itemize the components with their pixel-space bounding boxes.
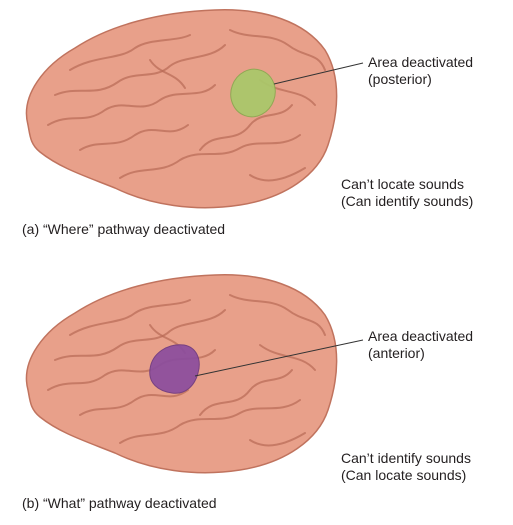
effect-label-line1: Can’t locate sounds [341,176,464,192]
area-label-line1: Area deactivated [368,328,474,344]
panel-caption: (a) “Where” pathway deactivated [22,221,226,237]
area-label: Area deactivated (anterior) [368,328,473,362]
effect-label-line2: (Can locate sounds) [341,467,467,483]
what-area-highlight [149,344,200,394]
brain-illustration [25,274,364,474]
effect-label-line2: (Can identify sounds) [341,193,474,209]
leader-line [273,62,364,85]
area-label-line1: Area deactivated [368,54,474,70]
area-label-line2: (posterior) [368,71,432,87]
effect-label: Can’t identify sounds (Can locate sounds… [341,450,471,484]
area-label: Area deactivated (posterior) [368,54,473,88]
where-area-highlight [230,68,276,118]
effect-label: Can’t locate sounds (Can identify sounds… [341,176,473,210]
panel-where-pathway: Area deactivated (posterior) Can’t locat… [0,0,513,260]
leader-line [194,339,364,377]
panel-caption: (b) “What” pathway deactivated [22,495,217,511]
brain-shape [25,9,338,209]
brain-illustration [25,9,364,209]
effect-label-line1: Can’t identify sounds [341,450,471,466]
panel-what-pathway: Area deactivated (anterior) Can’t identi… [0,265,513,525]
area-label-line2: (anterior) [368,345,425,361]
